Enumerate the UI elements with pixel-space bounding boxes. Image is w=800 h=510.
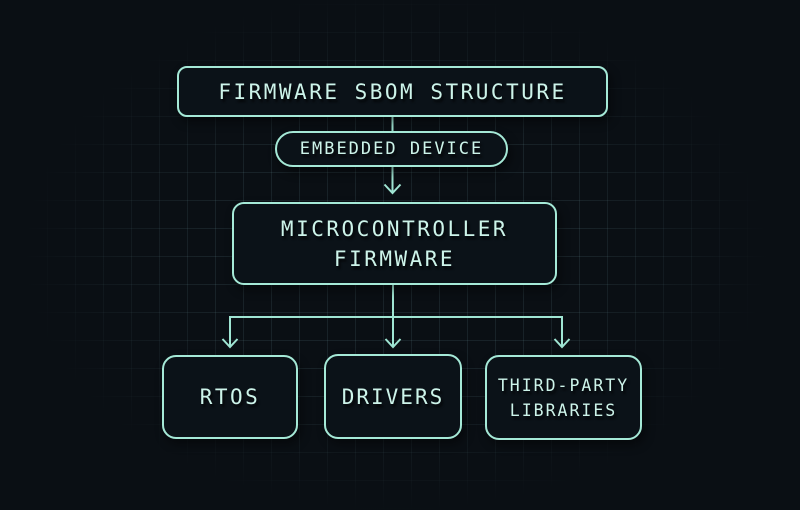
node-drivers: DRIVERS: [324, 354, 462, 439]
node-microcontroller-firmware: MICROCONTROLLER FIRMWARE: [232, 202, 557, 285]
node-label-line2: FIRMWARE: [333, 246, 456, 271]
node-label: EMBEDDED DEVICE: [299, 139, 484, 159]
node-label-line1: MICROCONTROLLER: [280, 216, 509, 241]
node-label: RTOS: [199, 385, 261, 409]
node-label-line2: LIBRARIES: [509, 400, 618, 420]
edge-branch-bar: [229, 316, 563, 346]
node-label: FIRMWARE SBOM STRUCTURE: [218, 79, 567, 104]
node-firmware-sbom-structure: FIRMWARE SBOM STRUCTURE: [177, 66, 608, 117]
node-label-line1: THIRD-PARTY: [497, 375, 630, 395]
arrowhead-icon: [221, 338, 239, 349]
node-third-party-libraries: THIRD-PARTY LIBRARIES: [485, 355, 642, 440]
node-embedded-device: EMBEDDED DEVICE: [275, 131, 508, 167]
arrowhead-icon: [553, 338, 571, 349]
node-label: DRIVERS: [341, 384, 445, 409]
arrowhead-icon: [384, 338, 402, 349]
node-rtos: RTOS: [162, 355, 298, 439]
arrowhead-icon: [383, 183, 402, 195]
